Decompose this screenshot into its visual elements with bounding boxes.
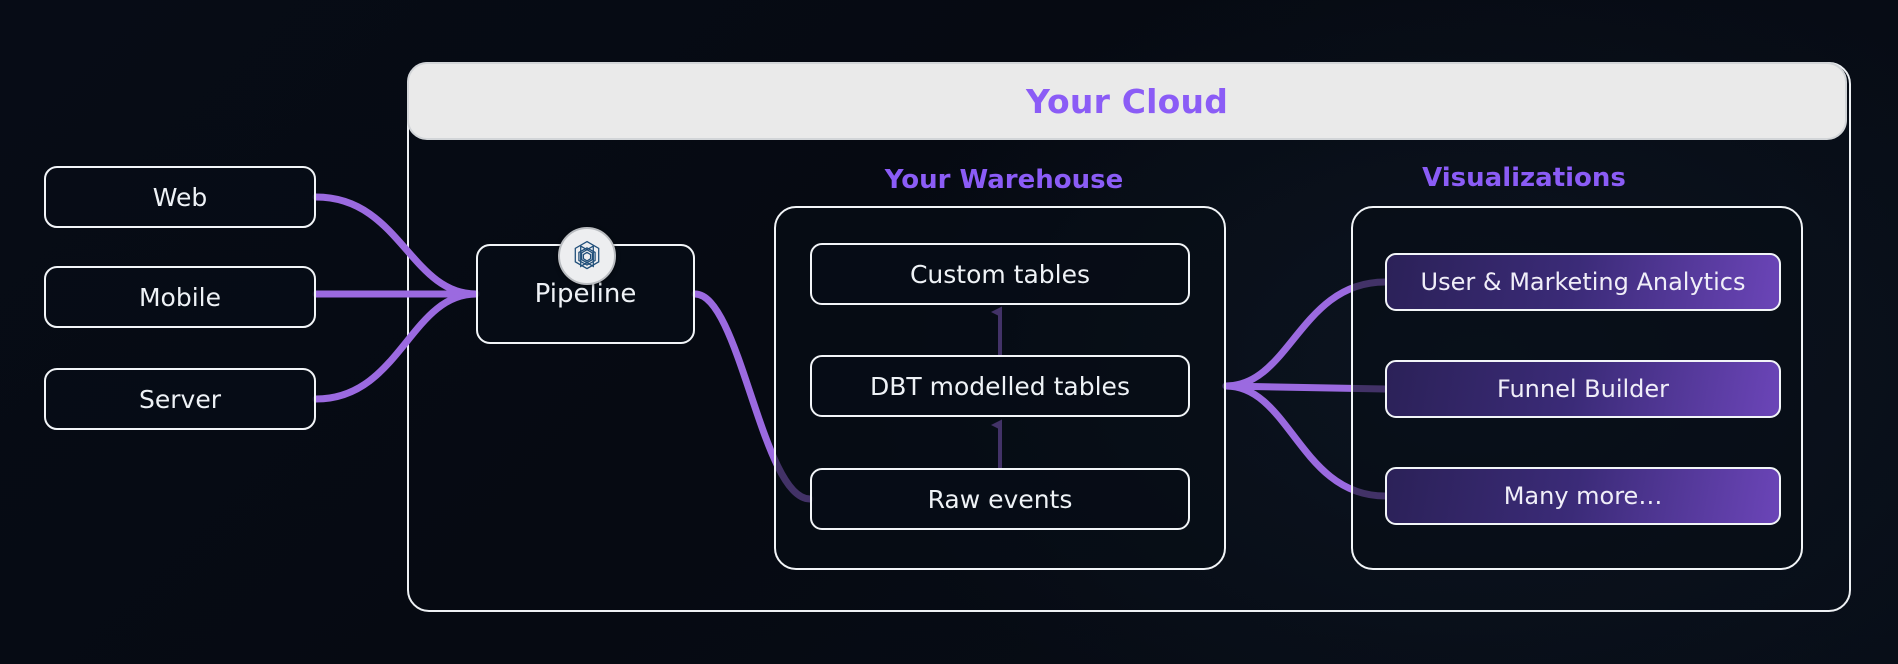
warehouse-item-raw-events[interactable]: Raw events [810, 468, 1190, 530]
source-box-server[interactable]: Server [44, 368, 316, 430]
your-cloud-header: Your Cloud [407, 62, 1847, 140]
source-label-server: Server [139, 384, 221, 414]
source-box-web[interactable]: Web [44, 166, 316, 228]
visualization-label-funnel-builder: Funnel Builder [1496, 375, 1670, 403]
warehouse-item-custom-tables[interactable]: Custom tables [810, 243, 1190, 305]
source-box-mobile[interactable]: Mobile [44, 266, 316, 328]
visualization-item-many-more[interactable]: Many more… [1385, 467, 1781, 525]
source-label-web: Web [152, 182, 208, 212]
source-label-mobile: Mobile [138, 282, 221, 312]
warehouse-label-custom-tables: Custom tables [909, 259, 1091, 289]
warehouse-label-raw-events: Raw events [927, 484, 1073, 514]
visualization-label-user-marketing-analytics: User & Marketing Analytics [1420, 268, 1746, 296]
cube-hexagon-logo-icon [558, 227, 616, 285]
warehouse-item-dbt-modelled-tables[interactable]: DBT modelled tables [810, 355, 1190, 417]
your-warehouse-title: Your Warehouse [884, 165, 1124, 195]
warehouse-label-dbt-modelled-tables: DBT modelled tables [870, 371, 1130, 401]
your-cloud-title: Your Cloud [1025, 81, 1229, 121]
visualization-item-user-marketing-analytics[interactable]: User & Marketing Analytics [1385, 253, 1781, 311]
visualization-item-funnel-builder[interactable]: Funnel Builder [1385, 360, 1781, 418]
visualizations-title: Visualizations [1422, 163, 1626, 193]
visualization-label-many-more: Many more… [1503, 482, 1663, 510]
